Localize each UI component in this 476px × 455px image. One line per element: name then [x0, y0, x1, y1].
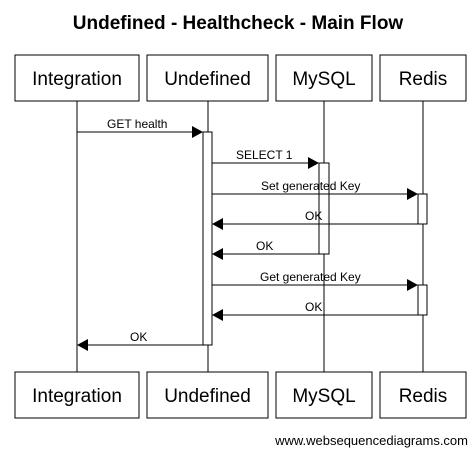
message-5: OK [212, 239, 319, 260]
actor-box-mysql-top: MySQL [275, 54, 373, 102]
activations [202, 131, 428, 346]
message-1: GET health [77, 117, 203, 138]
message-label: GET health [107, 117, 167, 131]
message-label: Set generated Key [261, 179, 360, 193]
actor-label-integration: Integration [32, 386, 122, 407]
message-7: OK [212, 300, 418, 321]
message-6: Get generated Key [212, 270, 418, 291]
message-arrowhead [192, 126, 203, 138]
message-3: Set generated Key [212, 179, 418, 200]
message-label: Get generated Key [260, 270, 361, 284]
actor-box-undefined-top: Undefined [146, 54, 269, 102]
actor-label-redis: Redis [399, 386, 448, 407]
message-arrowhead [308, 157, 319, 169]
message-arrowhead [407, 188, 418, 200]
actor-box-redis-bottom: Redis [379, 371, 467, 419]
actors-bottom: Integration Undefined MySQL Redis [14, 371, 467, 419]
message-8: OK [77, 330, 203, 351]
diagram-title: Undefined - Healthcheck - Main Flow [73, 13, 404, 34]
actor-label-mysql: MySQL [292, 386, 355, 407]
message-label: OK [130, 330, 147, 344]
activation-undefined [202, 131, 213, 346]
message-arrowhead [212, 248, 223, 260]
message-4: OK [212, 209, 418, 230]
activation-redis-first [417, 193, 428, 225]
message-2: SELECT 1 [212, 148, 319, 169]
actor-label-undefined: Undefined [164, 386, 251, 407]
activation-mysql [318, 162, 330, 255]
message-label: OK [256, 239, 273, 253]
actor-box-frame [14, 371, 140, 419]
actor-box-undefined-bottom: Undefined [146, 371, 269, 419]
actor-box-frame [275, 371, 373, 419]
actor-label-undefined: Undefined [164, 69, 251, 90]
message-label: SELECT 1 [236, 148, 293, 162]
message-arrowhead [407, 279, 418, 291]
actor-box-frame [275, 54, 373, 102]
actor-label-integration: Integration [32, 69, 122, 90]
actor-box-frame [14, 54, 140, 102]
actor-box-frame [146, 371, 269, 419]
message-arrowhead [77, 339, 88, 351]
actor-box-frame [146, 54, 269, 102]
message-label: OK [305, 300, 322, 314]
actor-box-integration-bottom: Integration [14, 371, 140, 419]
actor-box-mysql-bottom: MySQL [275, 371, 373, 419]
actor-label-mysql: MySQL [292, 69, 355, 90]
actor-box-redis-top: Redis [379, 54, 467, 102]
lifelines [76, 101, 424, 372]
message-label: OK [305, 209, 322, 223]
actor-box-frame [379, 54, 467, 102]
actors-top: Integration Undefined MySQL Redis [14, 54, 467, 102]
actor-box-integration-top: Integration [14, 54, 140, 102]
actor-box-frame [379, 371, 467, 419]
footer-credit: www.websequencediagrams.com [274, 433, 468, 448]
actor-label-redis: Redis [399, 69, 448, 90]
message-arrowhead [212, 309, 223, 321]
message-arrowhead [212, 218, 223, 230]
activation-redis-second [417, 284, 428, 316]
